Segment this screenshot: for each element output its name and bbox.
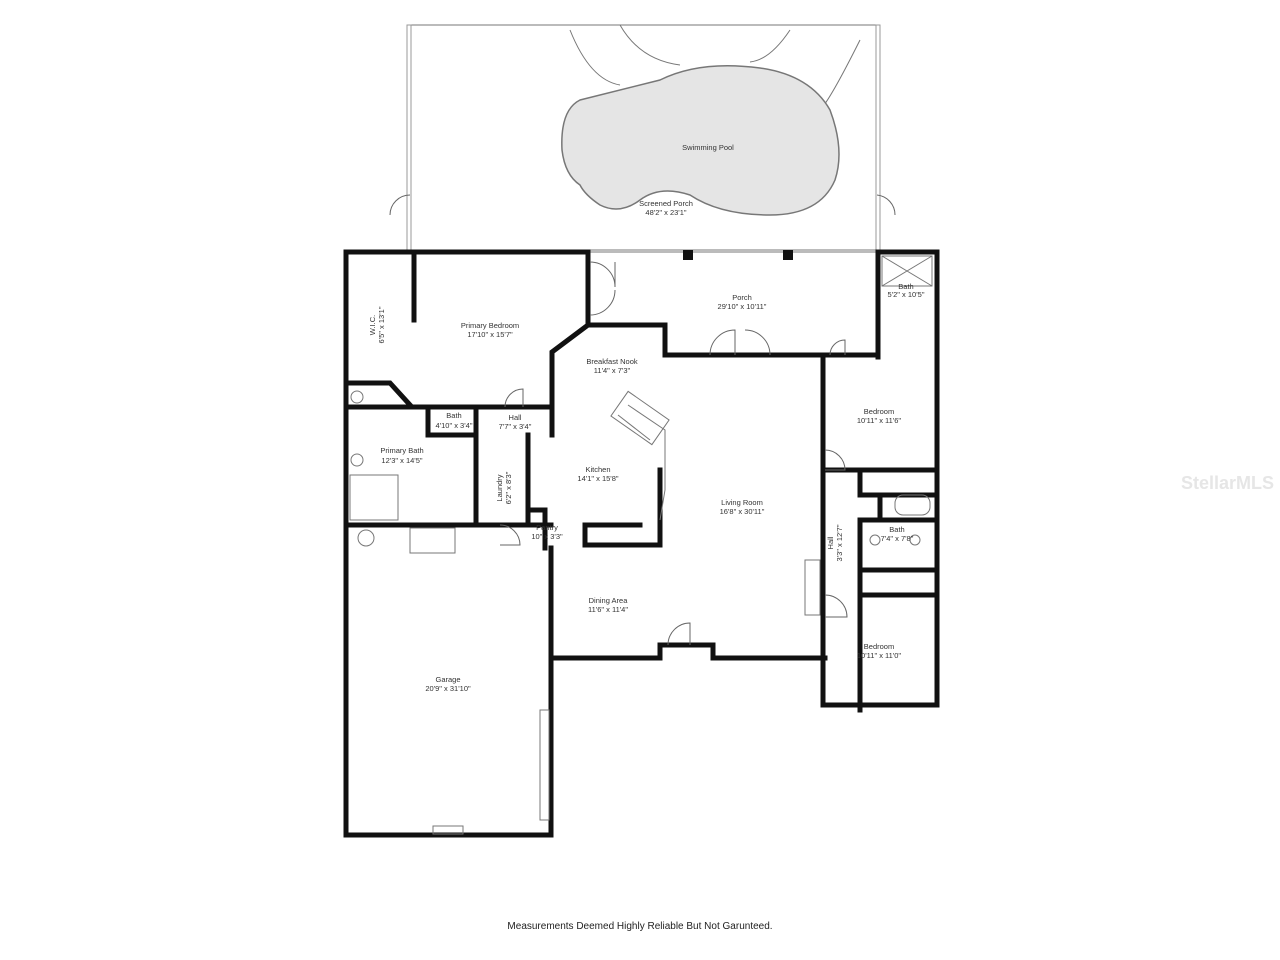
watermark: StellarMLS bbox=[1180, 473, 1274, 493]
laundry-name: Laundry bbox=[495, 474, 504, 501]
breakfast-nook-size: 11'4" x 7'3" bbox=[594, 366, 631, 375]
porch-name: Porch bbox=[732, 293, 752, 302]
swimming-pool bbox=[561, 64, 840, 216]
wic-name: W.I.C. bbox=[368, 315, 377, 335]
bath-2-name: Bath bbox=[889, 525, 904, 534]
living-room-size: 16'8" x 30'11" bbox=[720, 507, 765, 516]
bedroom-1-size: 10'11" x 11'6" bbox=[857, 416, 902, 425]
fixtures bbox=[349, 255, 933, 835]
primary-bedroom-name: Primary Bedroom bbox=[461, 321, 519, 330]
garage-name: Garage bbox=[435, 675, 460, 684]
bath-ne-size: 5'2" x 10'5" bbox=[888, 290, 925, 299]
pool-label: Swimming Pool bbox=[682, 143, 734, 152]
porch-size: 29'10" x 10'11" bbox=[718, 302, 767, 311]
dining-area-size: 11'6" x 11'4" bbox=[588, 605, 628, 614]
bath-ne-name: Bath bbox=[898, 282, 913, 291]
pantry-size: 10" x 3'3" bbox=[531, 532, 563, 541]
wic-size: 6'5" x 13'1" bbox=[377, 306, 386, 343]
kitchen-size: 14'1" x 15'8" bbox=[577, 474, 618, 483]
screened-porch-size: 48'2" x 23'1" bbox=[645, 208, 686, 217]
bedroom-2-name: Bedroom bbox=[864, 642, 894, 651]
dining-area-name: Dining Area bbox=[589, 596, 629, 605]
walls bbox=[343, 249, 940, 838]
breakfast-nook-name: Breakfast Nook bbox=[586, 357, 638, 366]
room-labels: Swimming Pool Screened Porch 48'2" x 23'… bbox=[368, 143, 925, 693]
bath-small-name: Bath bbox=[446, 411, 461, 420]
bath-2-size: 7'4" x 7'8" bbox=[881, 534, 914, 543]
primary-bath-size: 12'3" x 14'5" bbox=[381, 456, 422, 465]
screened-porch-name: Screened Porch bbox=[639, 199, 693, 208]
disclaimer: Measurements Deemed Highly Reliable But … bbox=[507, 921, 773, 932]
hall-2-size: 3'3" x 12'7" bbox=[835, 524, 844, 561]
kitchen-name: Kitchen bbox=[585, 465, 610, 474]
hall-1-size: 7'7" x 3'4" bbox=[499, 422, 532, 431]
garage-size: 20'9" x 31'10" bbox=[425, 684, 471, 693]
hall-1-name: Hall bbox=[509, 413, 522, 422]
living-room-name: Living Room bbox=[721, 498, 763, 507]
laundry-size: 6'2" x 8'3" bbox=[504, 471, 513, 504]
kitchen-counter bbox=[617, 404, 666, 521]
hall-2-name: Hall bbox=[826, 536, 835, 549]
pantry-name: Pantry bbox=[536, 523, 558, 532]
bedroom-1-name: Bedroom bbox=[864, 407, 894, 416]
doors bbox=[499, 261, 848, 646]
primary-bedroom-size: 17'10" x 15'7" bbox=[467, 330, 513, 339]
bath-small-size: 4'10" x 3'4" bbox=[436, 421, 473, 430]
primary-bath-name: Primary Bath bbox=[380, 446, 423, 455]
bedroom-2-size: 10'11" x 11'0" bbox=[857, 651, 902, 660]
